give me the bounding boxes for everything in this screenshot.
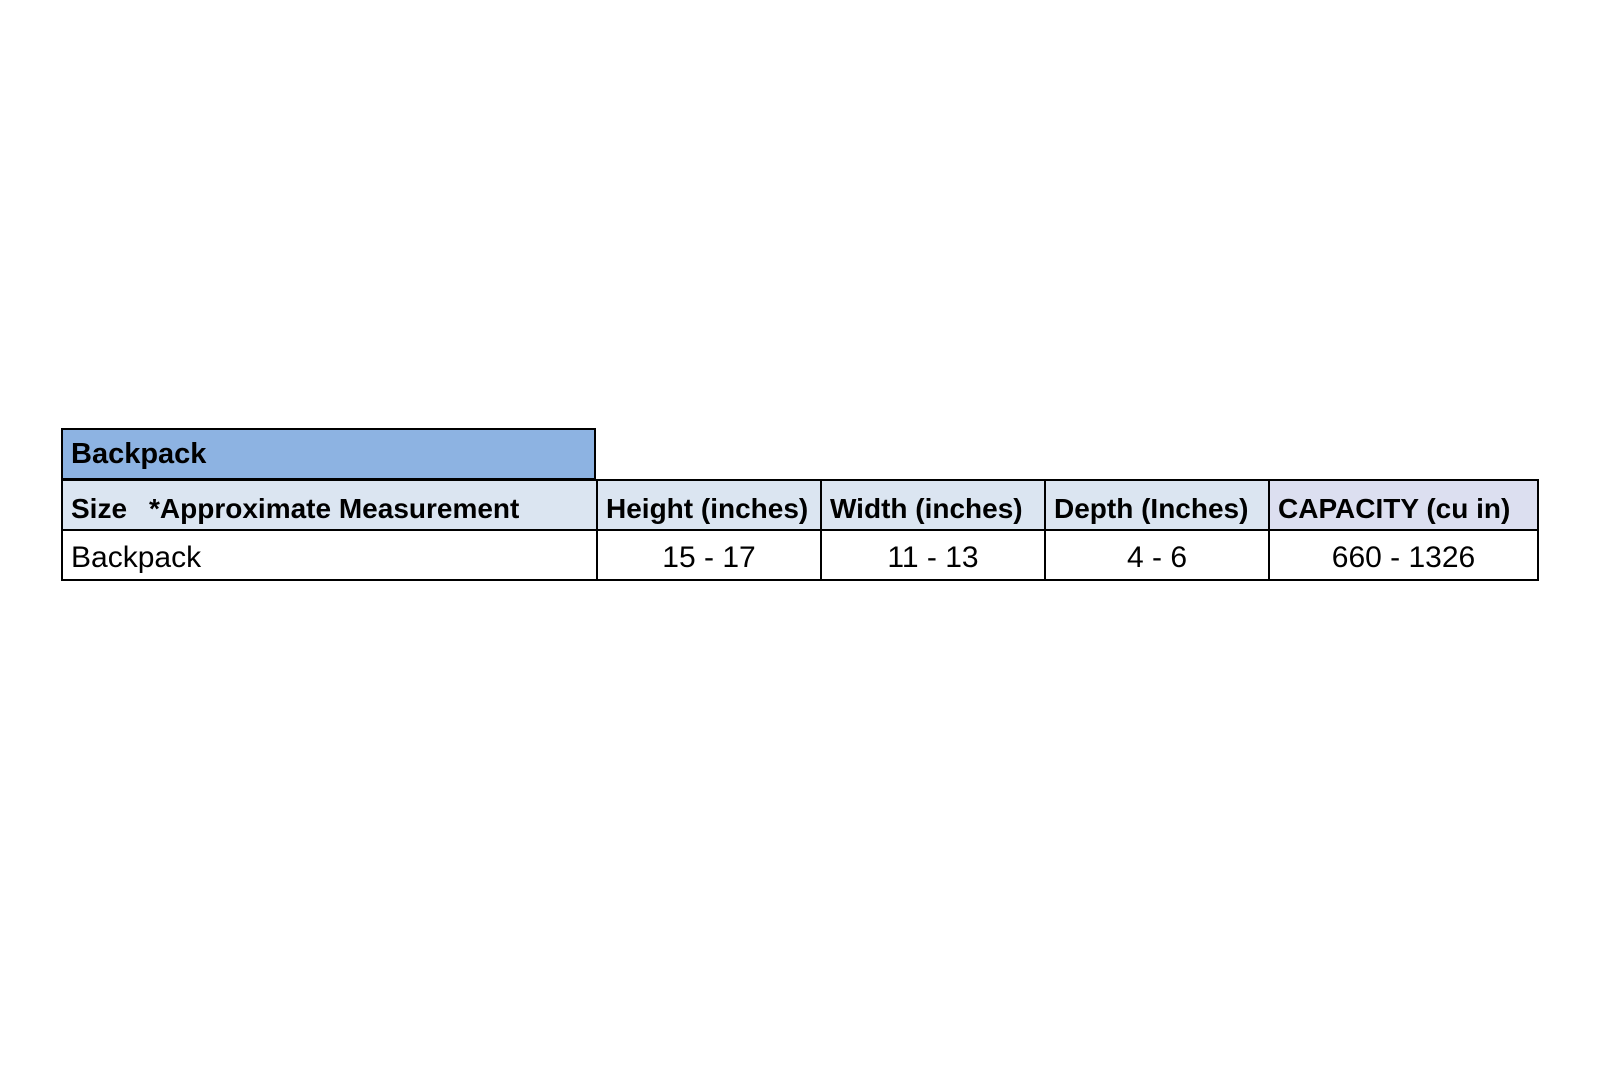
header-size-note: *Approximate Measurement — [149, 493, 520, 524]
cell-width: 11 - 13 — [820, 529, 1046, 581]
cell-size: Backpack — [61, 529, 598, 581]
header-row: Size *Approximate Measurement Height (inc… — [61, 479, 1539, 531]
table-title-text: Backpack — [71, 437, 207, 470]
table-title: Backpack — [61, 428, 596, 480]
header-capacity: CAPACITY (cu in) — [1268, 479, 1539, 531]
header-depth: Depth (Inches) — [1044, 479, 1270, 531]
header-width: Width (inches) — [820, 479, 1046, 531]
cell-height: 15 - 17 — [596, 529, 822, 581]
header-height: Height (inches) — [596, 479, 822, 531]
table-row: Backpack 15 - 17 11 - 13 4 - 6 660 - 132… — [61, 529, 1539, 581]
cell-depth: 4 - 6 — [1044, 529, 1270, 581]
size-chart-table: Size *Approximate Measurement Height (inc… — [61, 479, 1539, 581]
header-size-label: Size — [71, 493, 128, 524]
header-size: Size *Approximate Measurement — [61, 479, 598, 531]
cell-capacity: 660 - 1326 — [1268, 529, 1539, 581]
